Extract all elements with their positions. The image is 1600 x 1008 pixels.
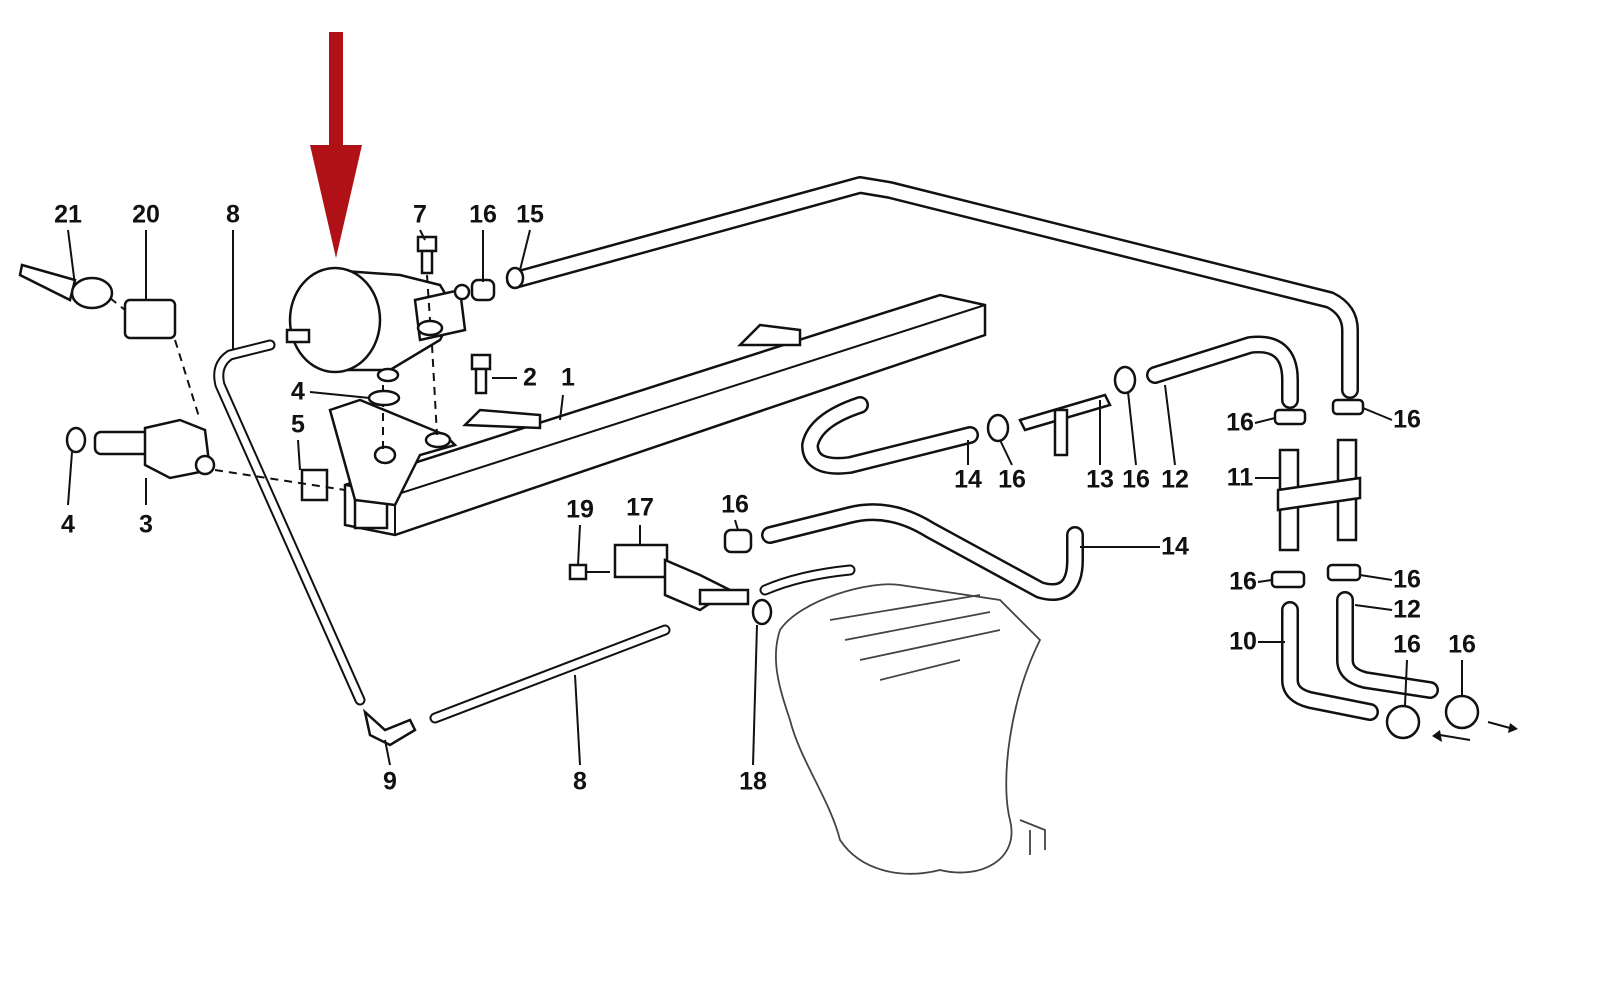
label-16: 16: [1229, 567, 1257, 596]
fitting-9: [362, 708, 417, 747]
label-17: 17: [626, 493, 654, 522]
ring-18: [751, 598, 773, 626]
highlight-arrow: [310, 32, 362, 258]
fuel-pressure-regulator: [285, 266, 471, 374]
hose-15: [506, 176, 1359, 399]
label-8: 8: [226, 200, 240, 229]
label-16: 16: [1393, 405, 1421, 434]
label-16: 16: [469, 200, 497, 229]
label-9: 9: [383, 767, 397, 796]
label-12: 12: [1161, 465, 1189, 494]
connector-11: [1276, 438, 1362, 552]
leader-lines: [67, 229, 1463, 766]
label-16: 16: [721, 490, 749, 519]
label-5: 5: [291, 410, 305, 439]
label-14: 14: [954, 465, 982, 494]
label-2: 2: [523, 363, 537, 392]
hose-14-loop: [801, 396, 979, 475]
label-16: 16: [1448, 630, 1476, 659]
regulator-bracket: [328, 398, 458, 507]
injector-3: [65, 418, 216, 480]
label-13: 13: [1086, 465, 1114, 494]
label-20: 20: [132, 200, 160, 229]
t-fitting-13: [1018, 393, 1112, 457]
label-1: 1: [561, 363, 575, 392]
valve-17: [568, 543, 750, 612]
label-12: 12: [1393, 595, 1421, 624]
hose-clamps-16: [470, 266, 1480, 740]
plug-20: [123, 298, 177, 340]
label-7: 7: [413, 200, 427, 229]
label-4: 4: [291, 377, 305, 406]
cable-21: [18, 263, 114, 310]
o-ring-4: [367, 389, 401, 407]
label-3: 3: [139, 510, 153, 539]
bolt-7: [416, 235, 438, 275]
hose-10-12-lower: [1281, 591, 1439, 721]
label-16: 16: [1393, 630, 1421, 659]
label-16: 16: [1393, 565, 1421, 594]
hose-12-upper: [1146, 335, 1299, 409]
hose-14-lower: [761, 503, 1084, 601]
label-16: 16: [1122, 465, 1150, 494]
label-21: 21: [54, 200, 82, 229]
label-16: 16: [998, 465, 1026, 494]
bolt-2: [470, 353, 492, 395]
vacuum-line-8: [213, 339, 856, 724]
label-11: 11: [1226, 463, 1254, 492]
label-16: 16: [1226, 408, 1254, 437]
label-14: 14: [1161, 532, 1189, 561]
label-18: 18: [739, 767, 767, 796]
intake-manifold-outline: [774, 583, 1046, 875]
label-10: 10: [1229, 627, 1257, 656]
label-8: 8: [573, 767, 587, 796]
label-4: 4: [61, 510, 75, 539]
label-15: 15: [516, 200, 544, 229]
label-19: 19: [566, 495, 594, 524]
